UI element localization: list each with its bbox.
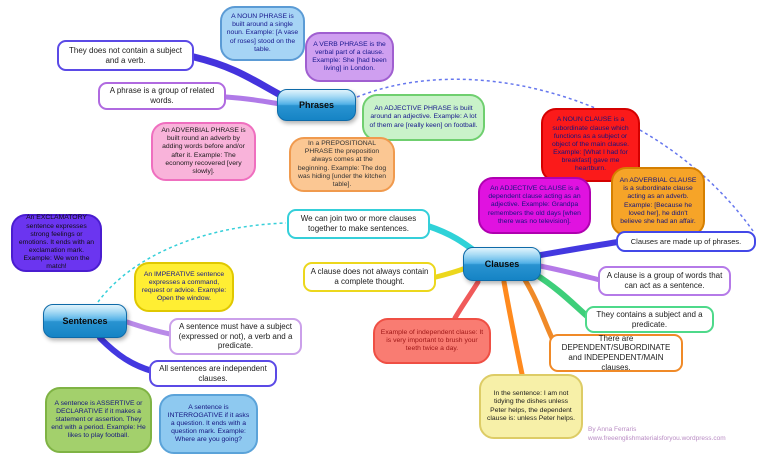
hub-clauses[interactable]: Clauses [463,247,541,281]
credit-author: By Anna Ferraris [588,426,637,433]
connector-sentences-independent [97,335,155,374]
credit: By Anna Ferraris www.freeenglishmaterial… [588,426,726,444]
connector-sentences-must-have [124,319,173,337]
hub-sentences[interactable]: Sentences [43,304,127,338]
node-dependent-clause-example[interactable]: In the sentence: I am not tidying the di… [479,374,583,439]
credit-website[interactable]: www.freeenglishmaterialsforyou.wordpress… [588,434,726,442]
node-phrases-no-subject-verb[interactable]: They does not contain a subject and a ve… [57,40,194,71]
node-sentence-must-have[interactable]: A sentence must have a subject (expresse… [169,318,302,355]
node-join-clauses-sentences[interactable]: We can join two or more clauses together… [287,209,430,239]
connector-clauses-definition [537,263,603,283]
node-clause-incomplete-thought[interactable]: A clause does not always contain a compl… [303,262,436,292]
node-clause-subject-predicate[interactable]: They contains a subject and a predicate. [585,306,714,333]
connector-sentences-to-join-dashed [97,222,287,303]
connector-clauses-made-of-phrases [532,239,621,259]
hub-phrases[interactable]: Phrases [277,89,356,121]
node-phrase-definition[interactable]: A phrase is a group of related words. [98,82,226,110]
node-imperative-sentence[interactable]: An IMPERATIVE sentence expresses a comma… [134,262,234,312]
connector-clauses-incomplete [433,265,469,280]
node-clause-definition[interactable]: A clause is a group of words that can ac… [598,266,731,296]
node-clauses-made-of-phrases[interactable]: Clauses are made up of phrases. [616,231,756,252]
node-adjective-phrase[interactable]: An ADJECTIVE PHRASE is built around an a… [362,94,485,141]
node-noun-phrase[interactable]: A NOUN PHRASE is built around a single n… [220,6,305,61]
node-adverbial-phrase[interactable]: An ADVERBIAL PHRASE is built round an ad… [151,122,256,181]
connector-clauses-subject-predicate [532,271,591,320]
node-clause-types[interactable]: There are DEPENDENT/SUBORDINATE and INDE… [549,334,683,372]
node-adjective-clause[interactable]: An ADJECTIVE CLAUSE is a dependent claus… [478,177,591,234]
node-sentences-independent[interactable]: All sentences are independent clauses. [149,360,277,387]
node-assertive-sentence[interactable]: A sentence is ASSERTIVE or DECLARATIVE i… [45,387,152,453]
connector-clauses-types [522,277,557,345]
node-verb-phrase[interactable]: A VERB PHRASE is the verbal part of a cl… [305,32,394,82]
connector-clauses-independent-example [452,279,481,321]
connector-phrases-definition [223,94,283,107]
connector-clauses-dependent-example [501,279,525,377]
node-exclamatory-sentence[interactable]: An EXCLAMATORY sentence expresses strong… [11,214,102,272]
connector-phrases-to-clauses-dashed [356,78,754,232]
node-adverbial-clause[interactable]: An ADVERBIAL CLAUSE is a subordinate cla… [611,167,705,236]
node-interrogative-sentence[interactable]: A sentence is INTERROGATIVE if it asks a… [159,394,258,454]
node-prepositional-phrase[interactable]: In a PREPOSITIONAL PHRASE the prepositio… [289,137,395,192]
node-independent-clause-example[interactable]: Example of independent clause: It is ver… [373,318,491,364]
